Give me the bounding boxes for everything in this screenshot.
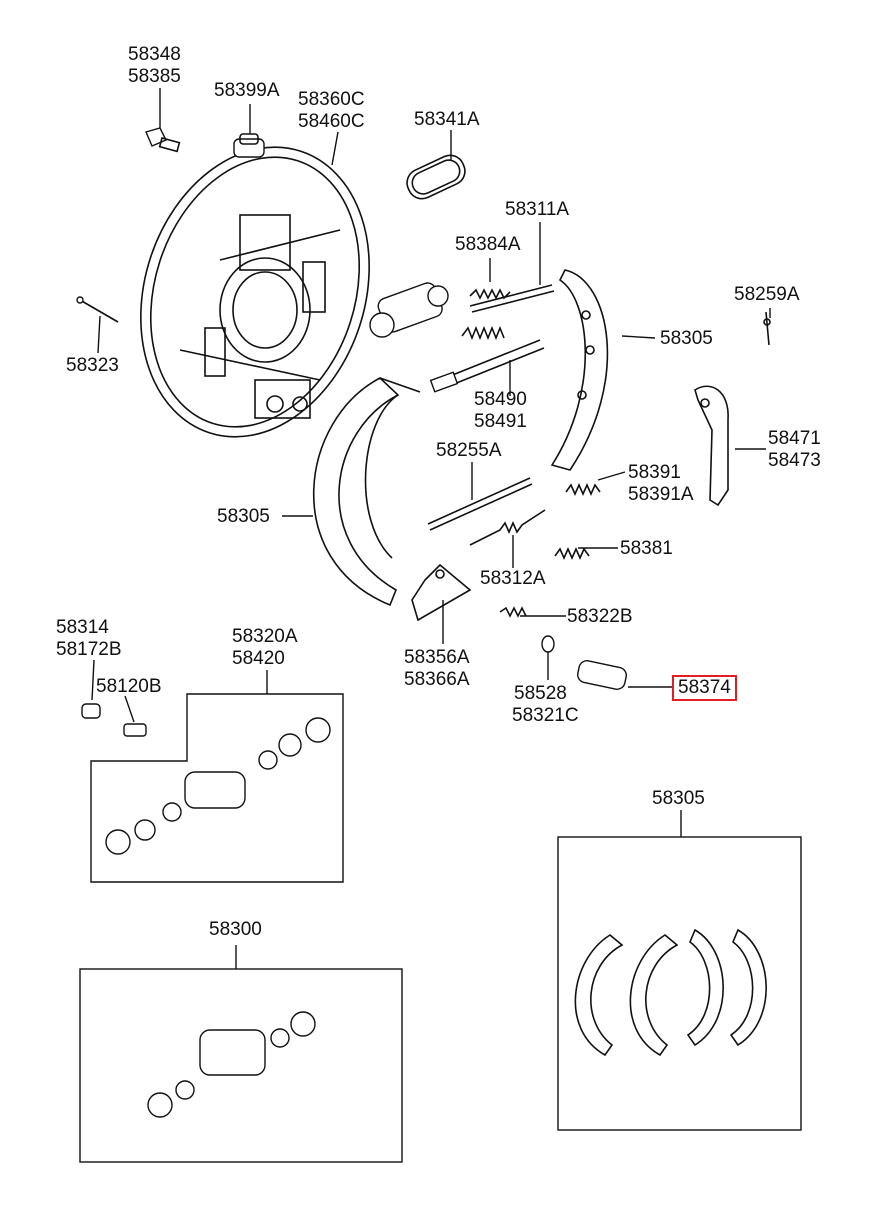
label-58391a[interactable]: 58391A: [628, 484, 694, 505]
label-58120b[interactable]: 58120B: [96, 676, 162, 697]
wheel-cylinder-assembly-drawing: [147, 1011, 316, 1118]
spring-coil-drawing: [461, 325, 505, 341]
label-58366a[interactable]: 58366A: [404, 669, 470, 690]
label-58322b[interactable]: 58322B: [567, 606, 633, 627]
label-58420[interactable]: 58420: [232, 648, 285, 669]
label-58311a[interactable]: 58311A: [505, 199, 570, 220]
leader-lines: [91, 88, 771, 723]
parking-plate-drawing: [411, 563, 472, 622]
wheel-cylinder-drawing: [369, 282, 449, 338]
brake-shoe-right-drawing: [550, 269, 609, 471]
bleeder-parts-drawing: [81, 703, 147, 737]
wheel-cylinder-assembly-box: [79, 968, 403, 1163]
spring-drawing: [469, 288, 511, 300]
label-58255a[interactable]: 58255A: [436, 440, 502, 461]
wheel-cylinder-kit-drawing: [105, 717, 331, 855]
label-58491[interactable]: 58491: [474, 411, 527, 432]
wheel-cylinder-kit-box: [90, 693, 344, 883]
label-58356a[interactable]: 58356A: [404, 647, 470, 668]
label-58305-left[interactable]: 58305: [217, 506, 270, 527]
label-58172b[interactable]: 58172B: [56, 639, 122, 660]
label-58320a[interactable]: 58320A: [232, 626, 298, 647]
label-58490[interactable]: 58490: [474, 389, 527, 410]
label-58528[interactable]: 58528: [514, 683, 567, 704]
brake-shoe-kit-box: [557, 836, 802, 1131]
label-58300[interactable]: 58300: [209, 919, 262, 940]
label-58259a[interactable]: 58259A: [734, 284, 800, 305]
brake-shoe-left-drawing: [312, 377, 421, 607]
label-58381[interactable]: 58381: [620, 538, 673, 559]
return-springs-drawing: [469, 483, 601, 560]
label-58473[interactable]: 58473: [768, 450, 821, 471]
label-58314[interactable]: 58314: [56, 617, 109, 638]
label-58305-top[interactable]: 58305: [660, 328, 713, 349]
label-58321c[interactable]: 58321C: [512, 705, 579, 726]
small-pin-drawing: [763, 311, 771, 346]
label-58391[interactable]: 58391: [628, 462, 681, 483]
label-58374-highlighted[interactable]: 58374: [672, 675, 737, 701]
label-58385[interactable]: 58385: [128, 66, 181, 87]
label-58471[interactable]: 58471: [768, 428, 821, 449]
label-58460c[interactable]: 58460C: [298, 111, 365, 132]
label-58312a[interactable]: 58312A: [480, 568, 546, 589]
brake-shoe-kit-drawing: [574, 928, 767, 1057]
label-58305-kit[interactable]: 58305: [652, 788, 705, 809]
backing-plate-drawing: [140, 146, 370, 438]
adjuster-lever-drawing: [469, 284, 555, 313]
label-58384a[interactable]: 58384A: [455, 234, 521, 255]
strut-bar-drawing: [427, 477, 533, 531]
pin-drawing: [76, 296, 119, 323]
parking-lever-drawing: [694, 385, 729, 507]
strut-drawing: [429, 339, 545, 393]
plug-drawing: [233, 133, 265, 158]
label-58341a[interactable]: 58341A: [414, 109, 480, 130]
label-58360c[interactable]: 58360C: [298, 89, 365, 110]
label-58348[interactable]: 58348: [128, 44, 181, 65]
seal-ring-drawing: [406, 154, 466, 200]
label-58323[interactable]: 58323: [66, 355, 119, 376]
label-58399a[interactable]: 58399A: [214, 80, 280, 101]
bolt-drawing: [145, 127, 181, 153]
